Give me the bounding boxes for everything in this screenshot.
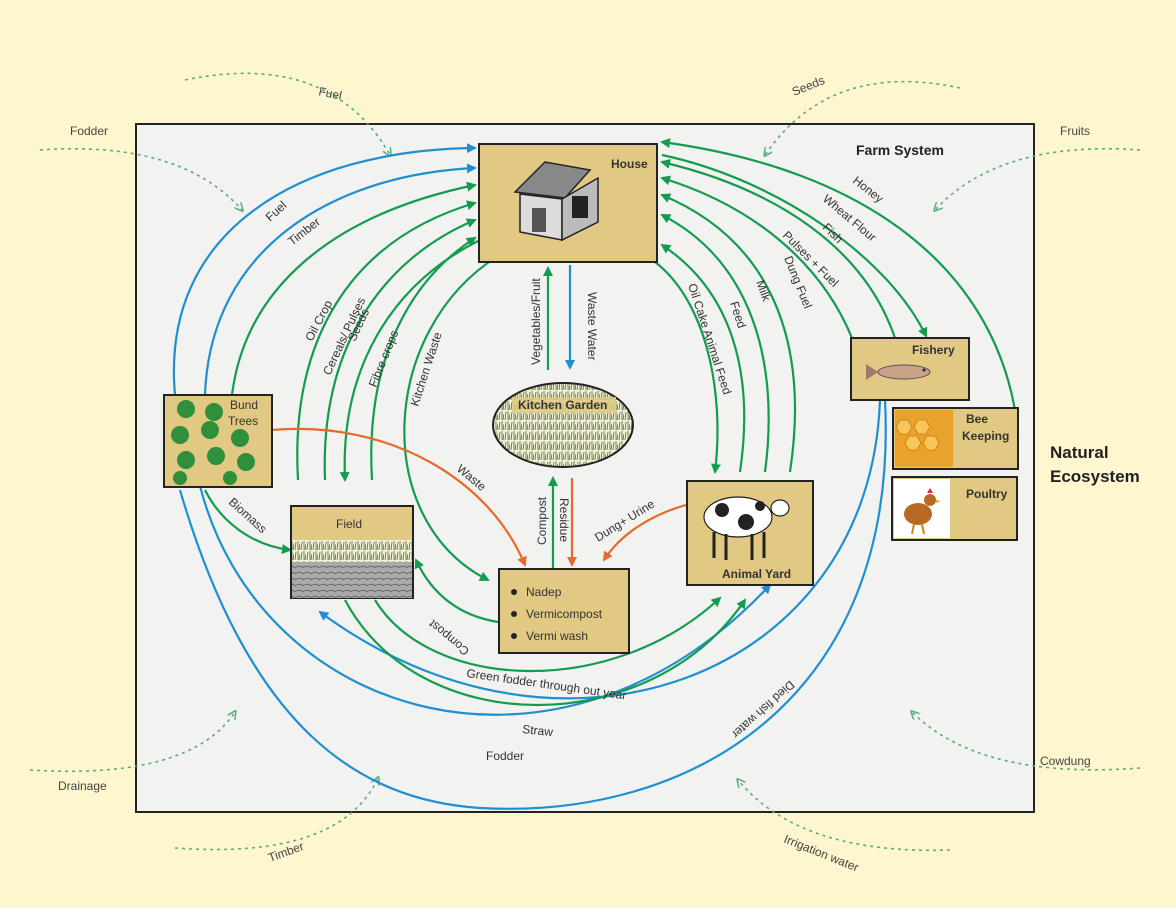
flow-cereals-arrow: [296, 200, 477, 481]
field-soil: [292, 562, 412, 598]
ext-irrigation-arrow: [738, 780, 951, 852]
natural-ecosystem-title-2: Ecosystem: [1050, 467, 1140, 486]
bund-trees-label-2: Trees: [228, 414, 258, 428]
flow-feed-arrow: [660, 243, 746, 473]
flow-waste-arrow: [271, 427, 527, 567]
field-grass: [292, 540, 412, 562]
flow-oil-crop-arrow: [230, 181, 477, 396]
nadep-box: [498, 568, 630, 654]
ext-cowdung-arrow: [912, 712, 1141, 771]
ext-fruits-arrow: [935, 147, 1141, 210]
ext-irrigation-label: Irrigation water: [782, 832, 861, 875]
fishery-label: Fishery: [912, 343, 955, 357]
flow-label: Waste Water: [585, 292, 599, 360]
flow-label: Compost: [535, 496, 549, 545]
field-label: Field: [336, 517, 362, 531]
kitchen-garden-node: Kitchen Garden: [492, 382, 634, 468]
house-label: House: [611, 157, 648, 171]
flow-straw-arrow: [344, 598, 747, 707]
fishery-node: Fishery: [850, 337, 970, 401]
flow-dung-fuel-arrow: [660, 193, 797, 473]
flow-kitchen-waste-arrow: [403, 255, 499, 581]
flow-label: Residue: [557, 498, 571, 542]
hen-icon: [904, 488, 941, 535]
nadep-item: Nadep: [526, 585, 562, 599]
ext-cowdung-label: Cowdung: [1040, 754, 1091, 768]
cow-icon: [703, 496, 790, 560]
nadep-item: Vermicompost: [526, 607, 603, 621]
flow-milk-arrow: [660, 214, 770, 473]
ext-timber-arrow: [174, 778, 378, 851]
flow-label: Fodder: [486, 749, 524, 763]
honeycomb-icon: [895, 410, 953, 467]
flow-label: Vegetables/Fruit: [529, 278, 543, 365]
field-node: Field: [290, 505, 414, 599]
blue-flows: [172, 143, 887, 810]
flow-timber-arrow: [203, 163, 477, 396]
flow-fish-water-arrow: [318, 399, 882, 700]
farm-system-title: Farm System: [856, 142, 944, 158]
poultry-node: Poultry: [891, 476, 1018, 541]
flow-pulses-fuel-arrow: [660, 175, 854, 339]
flow-fodder-arrow: [198, 485, 772, 716]
ext-fodder-label: Fodder: [70, 124, 108, 138]
natural-ecosystem-title: Natural: [1050, 443, 1109, 462]
flow-honey-arrow: [660, 138, 1017, 411]
external-flows: [29, 72, 1141, 852]
ext-fruits-label: Fruits: [1060, 124, 1090, 138]
flow-wheat-flour-arrow: [661, 153, 928, 338]
bee-keeping-label-2: Keeping: [962, 429, 1009, 443]
flow-oil-cake-arrow: [654, 261, 721, 474]
kitchen-garden-banner: [512, 397, 616, 413]
orange-flows: [271, 427, 687, 567]
ext-drainage-label: Drainage: [58, 779, 107, 793]
kitchen-garden-ellipse: [492, 382, 634, 468]
bund-trees-label: Bund: [230, 398, 258, 412]
flow-fuel-arrow: [172, 143, 477, 396]
bee-keeping-node: Bee Keeping: [892, 407, 1019, 470]
flow-compost-field-arrow: [414, 558, 499, 624]
house-node: House: [478, 143, 658, 263]
animal-yard-node: Animal Yard: [686, 480, 814, 586]
green-flows: [204, 138, 1017, 707]
bee-keeping-label: Bee: [966, 412, 988, 426]
ext-seeds-label: Seeds: [790, 73, 827, 99]
flow-label: Straw: [522, 722, 554, 739]
kitchen-garden-label: Kitchen Garden: [518, 398, 607, 412]
flow-fish-arrow: [660, 158, 897, 339]
flow-biomass-arrow: [204, 489, 292, 554]
bund-trees-node: Bund Trees: [163, 394, 273, 488]
ext-timber-label: Timber: [266, 839, 305, 865]
fish-icon: [866, 364, 931, 380]
animal-yard-label: Animal Yard: [722, 567, 791, 581]
ext-fodder-arrow: [39, 147, 242, 210]
flow-dung-urine-arrow: [602, 503, 687, 562]
nadep-item: Vermi wash: [526, 629, 588, 643]
ext-fuel-arrow: [184, 72, 390, 155]
flow-green-fodder-arrow: [374, 596, 722, 673]
flow-fodder-curve: [178, 399, 887, 810]
nadep-node: Nadep Vermicompost Vermi wash: [498, 568, 630, 654]
house-icon: [513, 161, 599, 242]
flow-fibre-arrow: [370, 236, 477, 481]
ext-fuel-label: Fuel: [317, 84, 343, 103]
tree-icon: [171, 400, 255, 485]
poultry-label: Poultry: [966, 487, 1008, 501]
